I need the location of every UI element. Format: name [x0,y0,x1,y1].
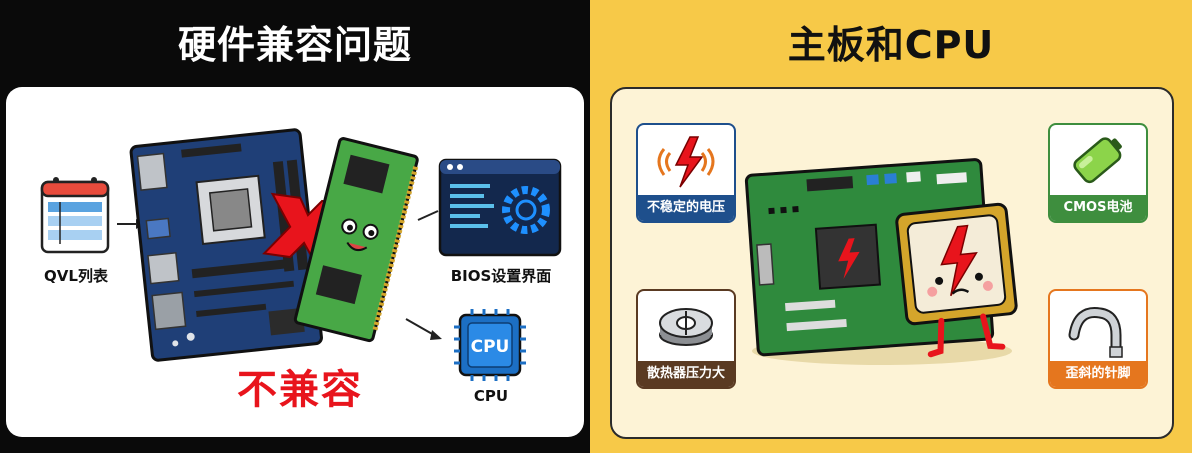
arrow-icon [405,210,442,340]
cmos-battery-badge: CMOS电池 [1048,123,1148,223]
lightning-icon [657,136,715,188]
left-title: 硬件兼容问题 [177,23,412,67]
motherboard-icon [129,128,323,362]
qvl-list-icon [40,177,110,254]
left-panel: CPU QVL列表 BIOS设置界面 CPU 不兼容 [6,87,584,437]
bios-window-icon [438,158,562,257]
cmos-battery-label: CMOS电池 [1050,195,1146,221]
cpu-chip-text: CPU [471,337,510,357]
right-panel: 不稳定的电压 CMOS电池 [610,87,1174,439]
bent-pins-label: 歪斜的针脚 [1050,361,1146,387]
cooler-pressure-badge: 散热器压力大 [636,289,736,389]
cpu-character-icon [895,202,1018,358]
cooler-disk-icon [659,308,713,346]
ram-stick-icon [293,137,419,343]
incompatible-label: 不兼容 [237,367,363,413]
qvl-label: QVL列表 [44,267,108,285]
unstable-voltage-badge: 不稳定的电压 [636,123,736,223]
cpu-chip-icon: CPU [454,309,526,381]
battery-icon [1073,137,1122,184]
right-title: 主板和CPU [787,23,995,67]
unstable-voltage-label: 不稳定的电压 [638,195,734,221]
cooler-pressure-label: 散热器压力大 [638,361,734,387]
right-illustration [744,158,1018,365]
cpu-label: CPU [473,387,509,405]
bent-pin-icon [1068,306,1123,358]
bent-pins-badge: 歪斜的针脚 [1048,289,1148,389]
right-section: 主板和CPU [590,0,1192,453]
left-illustration: CPU [40,128,562,381]
bios-label: BIOS设置界面 [450,267,552,285]
left-section: 硬件兼容问题 [0,0,590,453]
